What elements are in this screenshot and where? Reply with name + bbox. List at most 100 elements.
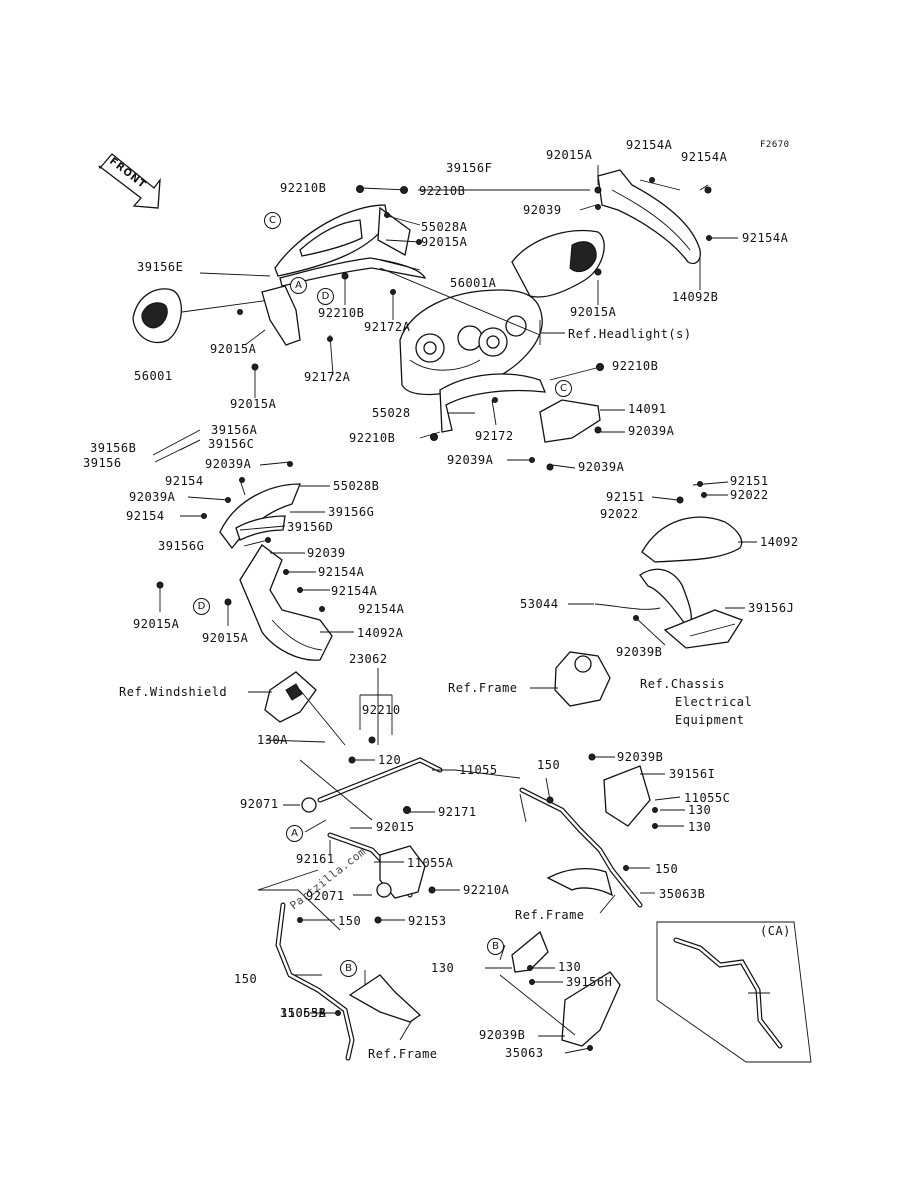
leader-lines [152, 165, 770, 1054]
stay-assembly [301, 757, 443, 899]
part-label: 92039A [628, 424, 675, 438]
part-label: 39156H [566, 975, 613, 989]
fasteners [156, 177, 712, 1051]
part-label: 55028B [333, 479, 380, 493]
upper-cowl-left [274, 204, 427, 287]
part-label: 92171 [438, 805, 477, 819]
part-label: 92154 [165, 474, 204, 488]
part-label: 14091 [628, 402, 667, 416]
callout-d-upper: D [317, 288, 334, 305]
part-label: 92210B [612, 359, 659, 373]
part-label: 92172A [364, 320, 411, 334]
callout-d-left: D [193, 598, 210, 615]
part-label: 53044 [520, 597, 559, 611]
part-label: 92015A [210, 342, 257, 356]
ref-chassis-3: Equipment [675, 713, 745, 727]
part-label: 130 [558, 960, 582, 974]
part-label: 55028 [372, 406, 411, 420]
part-label: 56001A [450, 276, 497, 290]
side-cover-14092b [597, 169, 701, 265]
bracket-39156h [511, 930, 621, 1047]
part-label: 92210B [349, 431, 396, 445]
part-label: 92039A [447, 453, 494, 467]
part-label: 92022 [600, 507, 639, 521]
windshield-bracket [264, 671, 317, 723]
part-label: 11055B [280, 1006, 327, 1020]
part-label: 92071 [240, 797, 279, 811]
cowl-14092 [639, 516, 743, 649]
callout-b-left: B [340, 960, 357, 977]
part-label: 39156A [211, 423, 258, 437]
part-label: 39156E [137, 260, 184, 274]
part-label: 56001 [134, 369, 173, 383]
callout-c-upper: C [264, 212, 281, 229]
part-label: 92154A [681, 150, 728, 164]
part-label: 92015A [133, 617, 180, 631]
part-label: 92154 [126, 509, 165, 523]
stay-35063b [275, 902, 422, 1061]
part-label: 14092B [672, 290, 719, 304]
part-label: 11055A [407, 856, 454, 870]
part-label: 120 [378, 753, 402, 767]
ref-chassis-2: Electrical [675, 695, 753, 709]
part-label: 92039B [617, 750, 664, 764]
part-label: 92039 [523, 203, 562, 217]
part-label: 92015A [546, 148, 593, 162]
part-label: 35063A [280, 1006, 327, 1020]
mirror-56001a [511, 229, 605, 298]
part-label: 39156G [328, 505, 375, 519]
bracket-14091 [539, 399, 601, 443]
part-label: 39156 [83, 456, 122, 470]
part-label: 11055C [684, 791, 731, 805]
part-label: 92039A [205, 457, 252, 471]
part-label: 92210B [318, 306, 365, 320]
part-label: 35063 [505, 1046, 544, 1060]
part-label: 92210B [419, 184, 466, 198]
part-label: 11055 [459, 763, 498, 777]
part-label: 150 [655, 862, 679, 876]
part-label: 39156C [208, 437, 255, 451]
part-label: 92015 [376, 820, 415, 834]
hose-53044 [594, 603, 661, 610]
part-label: 92039B [616, 645, 663, 659]
part-label: 92154A [742, 231, 789, 245]
part-label: 92210A [463, 883, 510, 897]
part-label: 92015A [230, 397, 277, 411]
part-label: 92071 [306, 889, 345, 903]
part-label: 92154A [358, 602, 405, 616]
part-label: 55028A [421, 220, 468, 234]
left-bracket [261, 285, 301, 346]
ref-chassis-1: Ref.Chassis [640, 677, 725, 691]
part-label: 130 [688, 820, 712, 834]
part-label: 39156I [669, 767, 716, 781]
ref-headlights: Ref.Headlight(s) [568, 327, 692, 341]
part-label: 23062 [349, 652, 388, 666]
part-label: 92039A [578, 460, 625, 474]
ref-windshield: Ref.Windshield [119, 685, 228, 699]
part-label: 92153 [408, 914, 447, 928]
part-label: 39156G [158, 539, 205, 553]
part-label: 92151 [730, 474, 769, 488]
callout-a-upper: A [290, 277, 307, 294]
callout-b-right: B [487, 938, 504, 955]
part-label: 92015A [421, 235, 468, 249]
ref-frame-lower: Ref.Frame [368, 1047, 438, 1061]
part-label: 35063B [659, 887, 706, 901]
part-label: 14092A [357, 626, 404, 640]
part-label: 92154A [331, 584, 378, 598]
part-label: 39156F [446, 161, 493, 175]
part-label: 130A [257, 733, 288, 747]
part-label: 39156J [748, 601, 795, 615]
part-label: 130 [688, 803, 712, 817]
part-label: 130 [431, 961, 455, 975]
headlight-assembly [399, 289, 543, 396]
ca-inset [656, 921, 812, 1063]
ref-frame-upper: Ref.Frame [448, 681, 518, 695]
part-label: 92172A [304, 370, 351, 384]
part-label: 92210B [280, 181, 327, 195]
part-label: 92039A [129, 490, 176, 504]
part-label: 150 [537, 758, 561, 772]
part-label: 92161 [296, 852, 335, 866]
trim-55028 [439, 373, 547, 433]
